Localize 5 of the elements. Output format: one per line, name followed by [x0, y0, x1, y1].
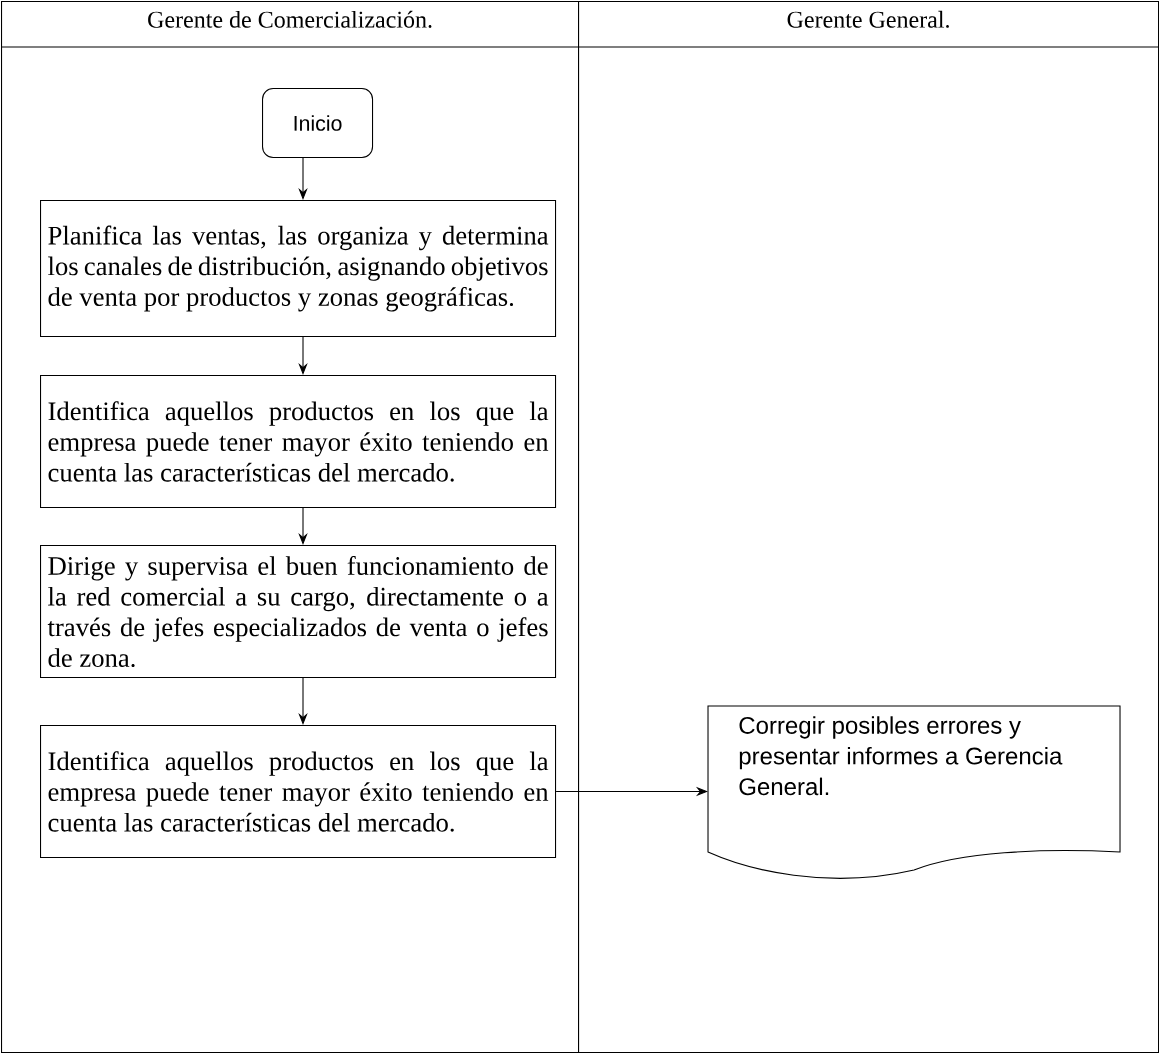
- process-box: Dirige y supervisa el buen funcionamiento de la red comercial a su cargo, directamente o a través de jefes especializados de venta o jefes de zona.: [40, 545, 557, 679]
- process-box: Planifica las ventas, las organiza y determina los canales de distribución, asignando objetivos de venta por productos y zonas geográficas.: [40, 200, 557, 338]
- process-box: Identifica aquellos productos en los que la empresa puede tener mayor éxito teniendo en cuenta las características del mercado.: [40, 725, 557, 859]
- start-box: Inicio: [262, 88, 374, 159]
- process-box: Identifica aquellos productos en los que la empresa puede tener mayor éxito teniendo en cuenta las características del mercado.: [40, 375, 557, 509]
